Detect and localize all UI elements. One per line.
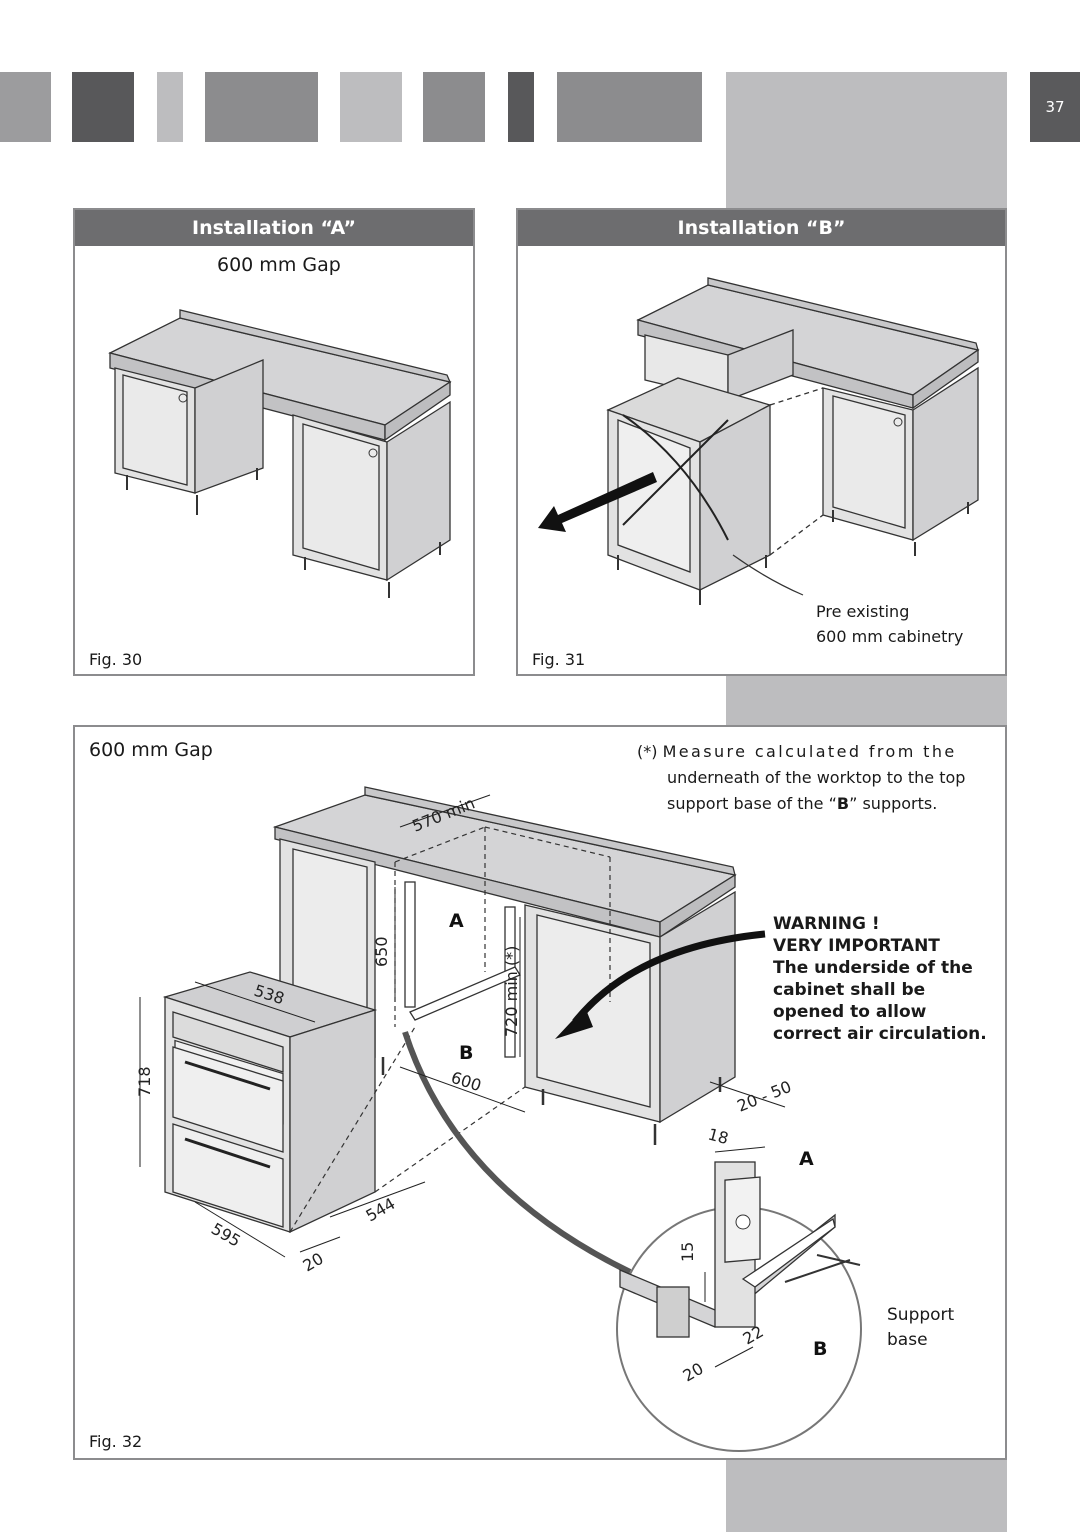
support-label-1: Support bbox=[887, 1305, 955, 1325]
label-b: B bbox=[459, 1042, 473, 1064]
note-line-3-bold: B bbox=[836, 794, 850, 813]
header-block-2 bbox=[72, 72, 134, 142]
installation-b-panel: Installation “B” bbox=[516, 208, 1007, 676]
warning-line-4: cabinet shall be bbox=[773, 980, 926, 1000]
page-number: 37 bbox=[1030, 72, 1080, 142]
dim-600: 600 bbox=[449, 1068, 484, 1096]
note-line-2: underneath of the worktop to the top bbox=[667, 768, 966, 787]
label-a-detail: A bbox=[799, 1148, 814, 1170]
installation-a-title: Installation “A” bbox=[75, 210, 473, 246]
installation-b-title: Installation “B” bbox=[518, 210, 1005, 246]
installation-detail-gap-label: 600 mm Gap bbox=[89, 739, 213, 761]
support-label-2: base bbox=[887, 1330, 928, 1350]
warning-block: WARNING ! VERY IMPORTANT The underside o… bbox=[773, 913, 987, 1045]
note-marker: (*) bbox=[637, 742, 658, 761]
warning-line-2: VERY IMPORTANT bbox=[773, 936, 940, 956]
label-a: A bbox=[449, 910, 464, 932]
installation-detail-illustration: 570 min 650 720 min (*) 538 718 600 595 … bbox=[135, 786, 862, 1452]
header-block-1 bbox=[0, 72, 51, 142]
label-b-detail: B bbox=[813, 1338, 827, 1360]
measure-note: (*) Measure calculated from the undernea… bbox=[637, 739, 997, 817]
dim-544: 544 bbox=[363, 1194, 399, 1226]
fig-32-label: Fig. 32 bbox=[89, 1432, 143, 1451]
note-line-3-pre: support base of the “ bbox=[667, 794, 837, 813]
dim-718: 718 bbox=[135, 1066, 154, 1097]
cabinetry-label: 600 mm cabinetry bbox=[816, 627, 964, 646]
header-block-4 bbox=[205, 72, 318, 142]
dim-18: 18 bbox=[706, 1125, 731, 1149]
warning-line-3: The underside of the bbox=[773, 958, 973, 978]
dim-595: 595 bbox=[208, 1219, 244, 1251]
header-block-6 bbox=[423, 72, 485, 142]
header-block-8 bbox=[557, 72, 702, 142]
installation-a-panel: Installation “A” 600 mm Gap Fig. 30 bbox=[73, 208, 475, 676]
fig-31-label: Fig. 31 bbox=[532, 650, 586, 669]
note-line-3-post: ” supports. bbox=[849, 794, 938, 813]
header-block-7 bbox=[508, 72, 534, 142]
warning-line-5: opened to allow bbox=[773, 1002, 927, 1022]
warning-line-1: WARNING ! bbox=[773, 914, 880, 934]
fig-30-label: Fig. 30 bbox=[89, 650, 143, 669]
dim-650: 650 bbox=[372, 936, 391, 967]
installation-detail-panel: 600 mm Gap (*) Measure calculated from t… bbox=[73, 725, 1007, 1460]
dim-720: 720 min (*) bbox=[502, 946, 521, 1037]
installation-a-gap-label: 600 mm Gap bbox=[217, 254, 341, 276]
header-block-5 bbox=[340, 72, 402, 142]
header-block-3 bbox=[157, 72, 183, 142]
dim-20: 20 bbox=[300, 1249, 327, 1276]
installation-b-illustration bbox=[538, 277, 980, 605]
dim-20-50: 20 - 50 bbox=[734, 1077, 794, 1116]
warning-line-6: correct air circulation. bbox=[773, 1024, 987, 1044]
installation-a-illustration bbox=[108, 309, 452, 598]
note-line-1: Measure calculated from the bbox=[662, 742, 957, 761]
pre-existing-label: Pre existing bbox=[816, 602, 910, 621]
dim-15: 15 bbox=[678, 1242, 697, 1262]
